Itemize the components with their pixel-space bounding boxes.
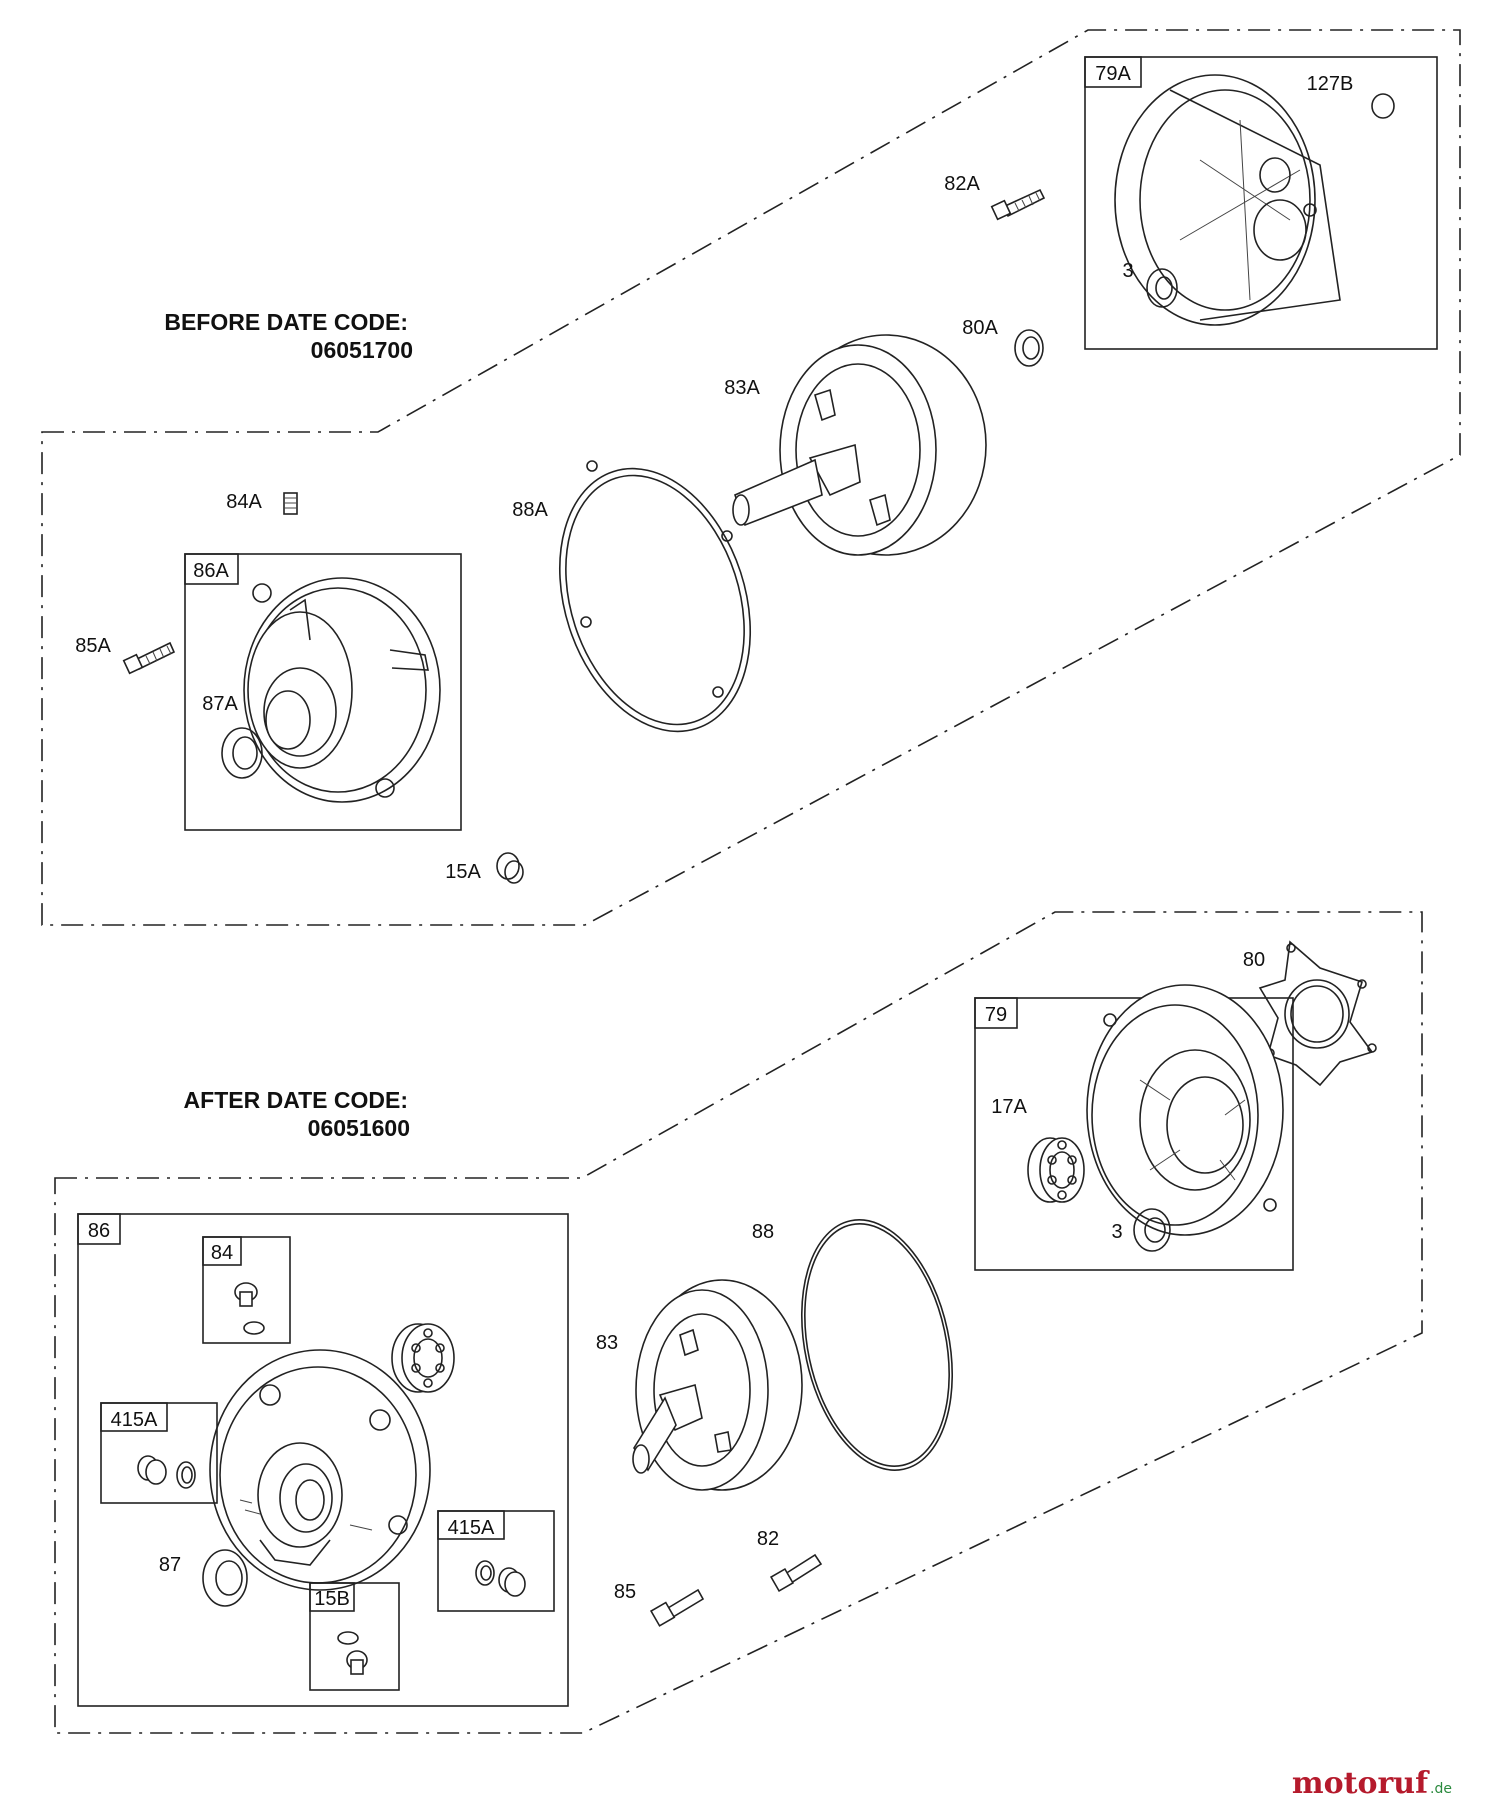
part-83A-rotor-icon [732, 334, 987, 556]
part-86-tag [77, 1213, 121, 1245]
label-17A: 17A [991, 1096, 1027, 1118]
part-415A-plug-left-icon [137, 1455, 196, 1489]
part-84-tag [202, 1236, 242, 1266]
part-87-seal-icon [202, 1549, 248, 1607]
part-3-seal-after-icon [1133, 1208, 1171, 1252]
part-82A-bolt-icon [990, 188, 1046, 221]
watermark-logo: motoruf [1292, 1766, 1430, 1800]
part-84-box [202, 1236, 291, 1344]
part-88A-gasket-icon [558, 460, 752, 733]
part-86A-tag [184, 553, 239, 585]
part-86A-box [184, 553, 462, 831]
label-85A: 85A [75, 635, 111, 657]
part-79A-tag [1084, 56, 1142, 88]
part-15A-plug-icon [496, 852, 524, 884]
label-87A: 87A [202, 693, 238, 715]
part-3-seal-before-icon [1146, 268, 1178, 308]
part-83-rotor-icon [632, 1279, 803, 1491]
after-date-code-value: 06051600 [308, 1115, 410, 1141]
label-83: 83 [596, 1332, 618, 1354]
part-85A-bolt-icon [122, 641, 176, 675]
label-79A: 79A [1095, 63, 1131, 85]
part-415A-tag-left [100, 1402, 168, 1432]
label-87: 87 [159, 1554, 181, 1576]
label-83A: 83A [724, 377, 760, 399]
label-415A-left: 415A [111, 1409, 158, 1431]
part-82-bolt-icon [769, 1553, 823, 1593]
after-date-code-title: AFTER DATE CODE: [184, 1087, 408, 1113]
label-127B: 127B [1307, 73, 1354, 95]
label-84A: 84A [226, 491, 262, 513]
label-80: 80 [1243, 949, 1265, 971]
after-section-outline [54, 911, 1423, 1734]
part-80A-washer-icon [1014, 329, 1044, 367]
part-84A-plug-icon [283, 492, 298, 515]
part-87A-seal-icon [221, 727, 263, 779]
label-86: 86 [88, 1220, 110, 1242]
label-3-after: 3 [1111, 1221, 1122, 1243]
label-86A: 86A [193, 560, 229, 582]
part-86A-housing-icon [243, 577, 441, 803]
before-section-outline [41, 29, 1461, 926]
watermark-suffix: .de [1430, 1781, 1452, 1797]
label-15A: 15A [445, 861, 481, 883]
part-88-oring-icon [800, 1219, 954, 1471]
label-15B: 15B [314, 1588, 350, 1610]
part-79A-box [1084, 56, 1438, 350]
label-79: 79 [985, 1004, 1007, 1026]
part-79-box [974, 997, 1294, 1271]
label-82: 82 [757, 1528, 779, 1550]
part-15B-tag [309, 1582, 355, 1612]
part-86-bearing-icon [391, 1323, 455, 1393]
part-79A-cover-icon [1114, 74, 1341, 326]
label-415A-right: 415A [448, 1517, 495, 1539]
part-86-box [77, 1213, 569, 1707]
part-17A-bearing-icon [1027, 1137, 1085, 1203]
label-88: 88 [752, 1221, 774, 1243]
part-415A-plug-right-icon [475, 1560, 526, 1597]
label-88A: 88A [512, 499, 548, 521]
part-127B-plug-icon [1371, 93, 1395, 119]
part-86-housing-icon [209, 1349, 431, 1591]
label-3-before: 3 [1122, 260, 1133, 282]
before-date-code-value: 06051700 [311, 337, 413, 363]
part-79-cover-icon [1086, 984, 1284, 1236]
part-84-plug-icon [234, 1282, 265, 1335]
before-date-code-title: BEFORE DATE CODE: [164, 309, 408, 335]
part-85-bolt-icon [649, 1588, 705, 1627]
part-79-tag [974, 997, 1018, 1029]
label-82A: 82A [944, 173, 980, 195]
part-415A-tag-right [437, 1510, 505, 1540]
label-84: 84 [211, 1242, 233, 1264]
label-85: 85 [614, 1581, 636, 1603]
label-80A: 80A [962, 317, 998, 339]
part-15B-plug-icon [337, 1631, 368, 1675]
part-80-gasket-icon [1258, 940, 1377, 1087]
